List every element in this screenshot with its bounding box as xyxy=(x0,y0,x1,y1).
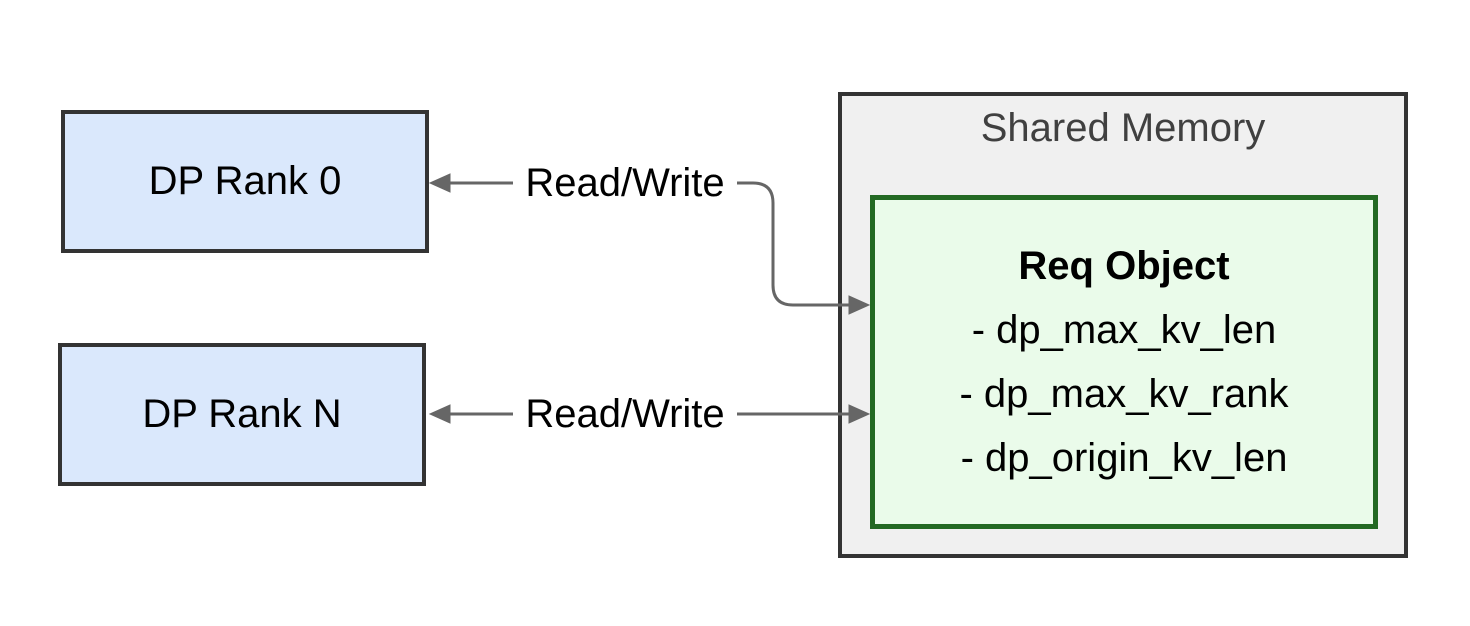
node-req-object: Req Object - dp_max_kv_len - dp_max_kv_r… xyxy=(870,195,1378,529)
shared-memory-title: Shared Memory xyxy=(980,106,1266,150)
edge-top-right-segment xyxy=(737,181,849,307)
edge-label-read-write-top: Read/Write xyxy=(515,161,735,205)
edge-label-read-write-bottom: Read/Write xyxy=(515,392,735,436)
node-shared-memory: Shared Memory Req Object - dp_max_kv_len… xyxy=(838,92,1408,558)
node-dp-rank-n: DP Rank N xyxy=(58,343,426,486)
edge-bottom-left-arrowhead xyxy=(428,404,451,424)
node-dp-rank-0: DP Rank 0 xyxy=(61,110,429,253)
req-object-field: - dp_max_kv_len xyxy=(971,308,1277,352)
req-object-field: - dp_origin_kv_len xyxy=(960,436,1288,480)
edge-top-left-arrowhead xyxy=(428,173,451,193)
node-dp-rank-0-label: DP Rank 0 xyxy=(148,159,342,203)
node-dp-rank-n-label: DP Rank N xyxy=(142,392,342,436)
req-object-title: Req Object xyxy=(1018,244,1230,288)
req-object-field: - dp_max_kv_rank xyxy=(959,372,1289,416)
